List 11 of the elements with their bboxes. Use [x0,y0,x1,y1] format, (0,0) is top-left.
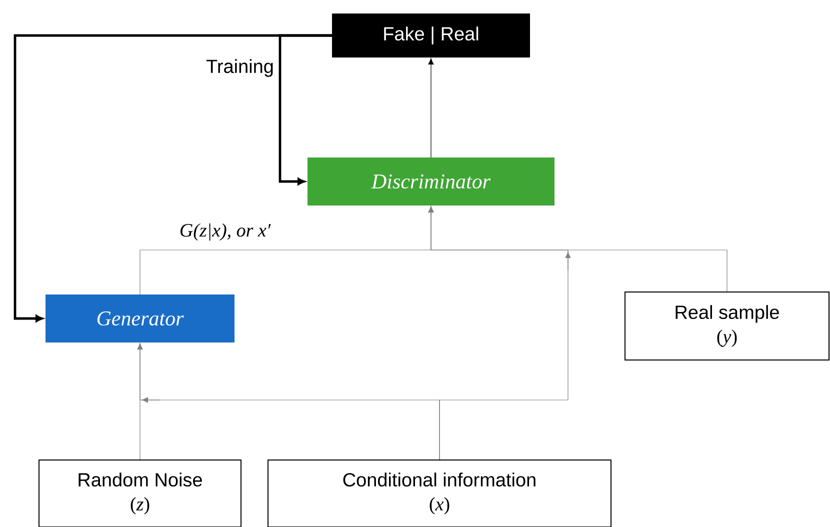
edge-label: G(z|x), or x′ [178,222,272,242]
generator-box: Generator [46,294,234,342]
arrow [14,34,332,322]
input-box: Real sample (y) [624,292,830,360]
edge-label: Training [205,58,275,78]
input-box: Random Noise (z) [38,460,242,527]
result-box: Fake | Real [332,14,530,58]
input-box: Conditional information (x) [268,460,612,527]
discriminator-box: Discriminator [308,158,554,206]
arrow [428,58,434,158]
arrow [428,206,571,460]
